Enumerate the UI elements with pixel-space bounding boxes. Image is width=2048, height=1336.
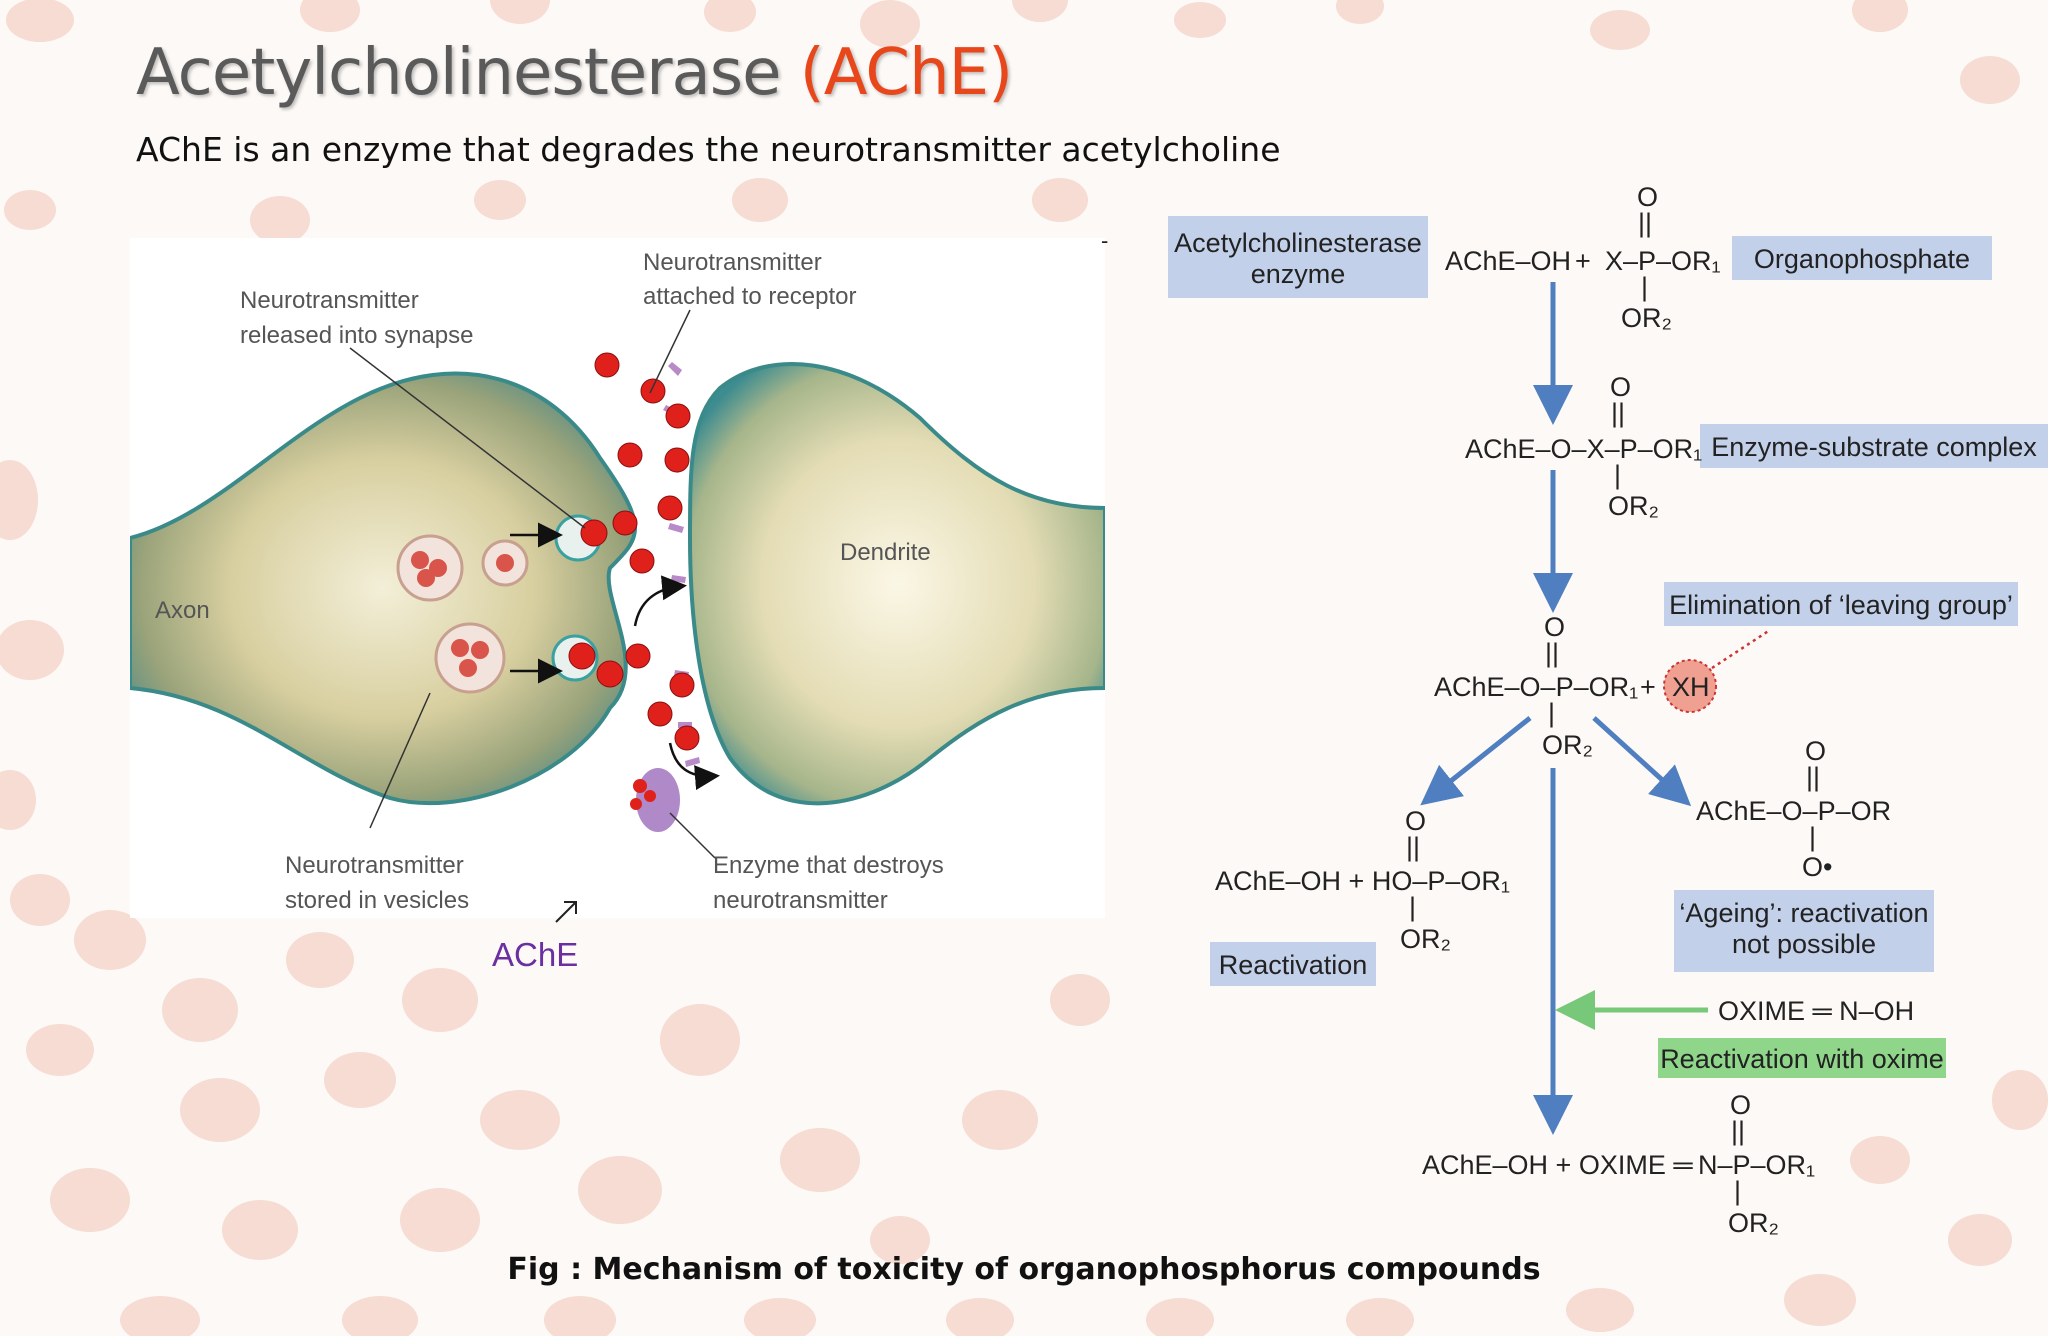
box-organophosphate bbox=[1732, 236, 1992, 280]
svg-text:X–P–OR₁: X–P–OR₁ bbox=[1605, 246, 1721, 276]
svg-text:AChE–O–P–OR₁: AChE–O–P–OR₁ bbox=[1434, 672, 1638, 702]
label-stored: Neurotransmitter bbox=[285, 852, 464, 879]
arrow-left bbox=[1420, 716, 1532, 806]
box-reactivation bbox=[1210, 942, 1376, 986]
svg-text:||: || bbox=[1806, 762, 1820, 792]
label-attached-2: attached to receptor bbox=[643, 283, 856, 310]
svg-text:Elimination of ‘leaving group’: Elimination of ‘leaving group’ bbox=[1669, 590, 2013, 620]
svg-text:Acetylcholinesterase: Acetylcholinesterase bbox=[1174, 228, 1422, 258]
svg-text:||: || bbox=[1545, 638, 1559, 668]
svg-text:|: | bbox=[1614, 460, 1621, 490]
svg-text:N–P–OR₁: N–P–OR₁ bbox=[1698, 1150, 1815, 1180]
dendrite-shape bbox=[687, 362, 1105, 806]
svg-text:AChE–OH + OXIME ═: AChE–OH + OXIME ═ bbox=[1422, 1150, 1693, 1180]
stray-dash: - bbox=[1101, 228, 1109, 253]
svg-text:OR₂: OR₂ bbox=[1542, 730, 1593, 760]
svg-text:Reactivation: Reactivation bbox=[1219, 950, 1368, 980]
arrow-right bbox=[1592, 716, 1692, 807]
svg-text:OR₂: OR₂ bbox=[1728, 1208, 1779, 1238]
svg-text:AChE–O–P–OR: AChE–O–P–OR bbox=[1696, 796, 1891, 826]
label-enzyme: Enzyme that destroys bbox=[713, 852, 944, 879]
box-oxime bbox=[1658, 1038, 1946, 1078]
svg-text:O•: O• bbox=[1802, 852, 1832, 882]
svg-text:O: O bbox=[1730, 1090, 1751, 1120]
svg-text:OR₂: OR₂ bbox=[1608, 491, 1659, 521]
svg-text:AChE–OH: AChE–OH bbox=[1445, 246, 1571, 276]
svg-text:|: | bbox=[1548, 698, 1555, 728]
box-ageing bbox=[1674, 890, 1934, 972]
svg-text:|: | bbox=[1641, 272, 1648, 302]
svg-text:O: O bbox=[1610, 372, 1631, 402]
label-enzyme-2: neurotransmitter bbox=[713, 887, 888, 914]
svg-text:||: || bbox=[1406, 832, 1420, 862]
figure-caption: Fig : Mechanism of toxicity of organopho… bbox=[507, 1252, 1541, 1287]
svg-text:enzyme: enzyme bbox=[1251, 259, 1346, 289]
label-released-2: released into synapse bbox=[240, 322, 473, 349]
mechanism-diagram: Acetylcholinesterase enzyme Organophosph… bbox=[1168, 182, 2048, 1238]
svg-text:|: | bbox=[1409, 892, 1416, 922]
box-complex bbox=[1700, 424, 2048, 468]
box-elimination bbox=[1664, 582, 2018, 626]
svg-text:Organophosphate: Organophosphate bbox=[1754, 244, 1970, 274]
svg-text:|: | bbox=[1734, 1176, 1741, 1206]
svg-text:||: || bbox=[1611, 398, 1625, 428]
diagonal-arrow-icon bbox=[555, 901, 577, 923]
svg-text:O: O bbox=[1405, 806, 1426, 836]
svg-text:|: | bbox=[1809, 822, 1816, 852]
ache-annotation: AChE bbox=[492, 936, 579, 973]
synapse-illustration: Neurotransmitter released into synapse N… bbox=[130, 238, 1105, 918]
neurotransmitters bbox=[568, 352, 700, 751]
svg-text:AChE–O–X–P–OR₁: AChE–O–X–P–OR₁ bbox=[1465, 434, 1702, 464]
svg-text:OXIME ═ N–OH: OXIME ═ N–OH bbox=[1718, 996, 1914, 1026]
svg-text:Reactivation with oxime: Reactivation with oxime bbox=[1660, 1044, 1944, 1074]
svg-text:OR₂: OR₂ bbox=[1400, 924, 1451, 954]
axon-shape bbox=[130, 371, 637, 806]
page-subtitle: AChE is an enzyme that degrades the neur… bbox=[136, 130, 1281, 169]
svg-text:+: + bbox=[1575, 246, 1591, 276]
svg-text:OR₂: OR₂ bbox=[1621, 303, 1672, 333]
svg-text:Enzyme-substrate complex: Enzyme-substrate complex bbox=[1711, 432, 2037, 462]
svg-text:AChE–OH + HO–P–OR₁: AChE–OH + HO–P–OR₁ bbox=[1215, 866, 1510, 896]
svg-text:O: O bbox=[1544, 612, 1565, 642]
svg-text:O: O bbox=[1637, 182, 1658, 212]
label-released: Neurotransmitter bbox=[240, 287, 419, 314]
page-title-main: Acetylcholinesterase bbox=[136, 36, 781, 110]
page-title-accent: (AChE) bbox=[799, 36, 1013, 110]
svg-text:||: || bbox=[1638, 208, 1652, 238]
enzyme-blob bbox=[630, 768, 680, 832]
xh-circle bbox=[1663, 659, 1717, 713]
box-enzyme bbox=[1168, 216, 1428, 298]
svg-text:not possible: not possible bbox=[1732, 929, 1876, 959]
svg-text:‘Ageing’: reactivation: ‘Ageing’: reactivation bbox=[1679, 898, 1928, 928]
page-title: Acetylcholinesterase (AChE) bbox=[136, 36, 1013, 110]
label-attached: Neurotransmitter bbox=[643, 249, 822, 276]
svg-text:O: O bbox=[1805, 736, 1826, 766]
label-axon: Axon bbox=[155, 597, 210, 624]
label-stored-2: stored in vesicles bbox=[285, 887, 469, 914]
svg-text:||: || bbox=[1731, 1116, 1745, 1146]
svg-text:+: + bbox=[1640, 672, 1656, 702]
svg-text:XH: XH bbox=[1672, 672, 1710, 702]
label-dendrite: Dendrite bbox=[840, 539, 931, 566]
